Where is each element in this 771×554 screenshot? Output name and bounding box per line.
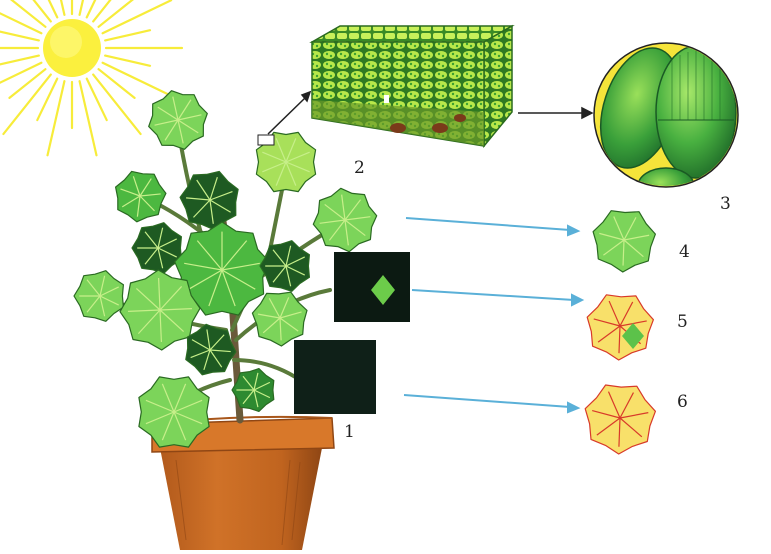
sun-ray: [9, 69, 45, 98]
full-dark-screen: [294, 340, 376, 414]
arrow-to-leaf-6: [404, 395, 570, 407]
result-leaf-5: [587, 295, 653, 360]
sun-ray: [0, 0, 41, 33]
sun-ray: [99, 0, 135, 27]
sun-ray: [0, 30, 39, 40]
leaf: [74, 271, 123, 322]
chloroplast-view: [587, 38, 738, 204]
arrow-to-leaf-5: [412, 290, 574, 300]
leaf: [585, 385, 655, 454]
sun-ray: [99, 69, 135, 98]
leaf-tissue-section: [312, 26, 512, 146]
sun-ray: [0, 56, 39, 66]
sun-ray: [9, 0, 45, 27]
result-leaf-6: [585, 385, 655, 454]
sun-ray: [0, 63, 41, 96]
leaf: [587, 295, 653, 360]
arrow-to-leaf-4: [406, 218, 570, 230]
label-6: 6: [677, 394, 688, 411]
blue-arrows: [404, 218, 582, 412]
label-1: 1: [344, 424, 355, 441]
leaf: [313, 188, 376, 251]
label-4: 4: [679, 244, 690, 261]
label-2: 2: [354, 160, 365, 177]
leaf: [186, 324, 236, 375]
sun-ray: [105, 30, 150, 40]
sun-ray: [105, 56, 150, 66]
arrow-to-chloroplast: [518, 108, 592, 118]
leaf: [149, 91, 208, 150]
sun-ray: [87, 79, 107, 120]
result-leaf-4: [593, 211, 655, 272]
label-5: 5: [677, 314, 688, 331]
leaf: [593, 211, 655, 272]
leaf-sample-marker: [258, 135, 274, 145]
leaf: [116, 171, 166, 221]
label-3: 3: [720, 196, 731, 213]
leaf: [132, 223, 181, 274]
stencil-screen: [334, 252, 410, 322]
sun-ray: [37, 79, 57, 120]
arrow-to-tissue: [268, 92, 310, 134]
